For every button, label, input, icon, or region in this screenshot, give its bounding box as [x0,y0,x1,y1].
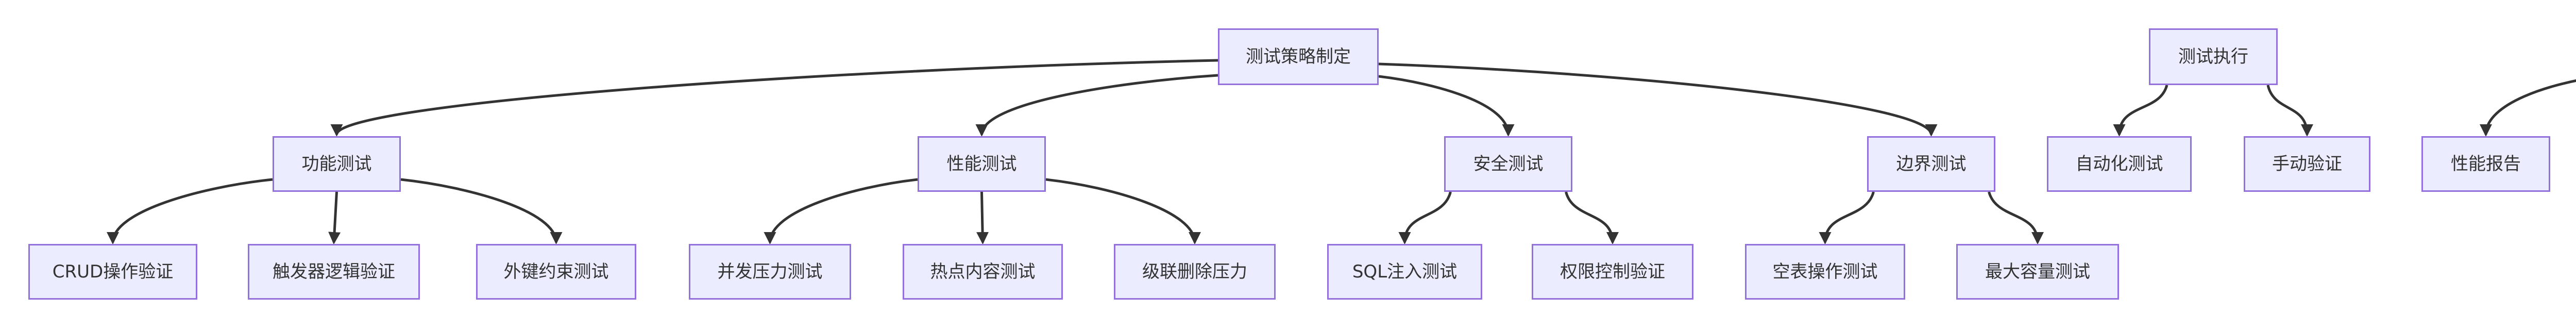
flow-node-cascade-delete-stress: 级联删除压力 [1114,244,1276,300]
edge-boundary-testing-to-empty-table-operation-testing [1819,191,1875,244]
flow-node-boundary-testing: 边界测试 [1867,136,1995,192]
node-label: 自动化测试 [2075,153,2163,174]
flow-node-concurrent-stress-testing: 并发压力测试 [689,244,851,300]
node-label: 空表操作测试 [1772,261,1878,282]
node-label: 边界测试 [1896,153,1967,174]
node-label: 功能测试 [301,153,372,174]
edge-performance-testing-to-cascade-delete-stress [1045,178,1201,244]
node-label: 手动验证 [2272,153,2342,174]
flow-node-permission-control-verification: 权限控制验证 [1532,244,1693,300]
node-label: CRUD操作验证 [52,261,174,282]
flow-node-automated-testing: 自动化测试 [2047,136,2192,192]
flow-node-performance-report: 性能报告 [2421,136,2550,192]
node-label: 性能测试 [946,153,1017,174]
edge-functional-testing-to-foreign-key-constraint-testing [400,178,563,244]
flow-node-max-capacity-testing: 最大容量测试 [1956,244,2119,300]
edge-test-strategy-planning-to-functional-testing [330,59,1218,137]
node-label: 性能报告 [2451,153,2521,174]
flow-node-foreign-key-constraint-testing: 外键约束测试 [476,244,636,300]
flow-node-empty-table-operation-testing: 空表操作测试 [1745,244,1905,300]
edge-functional-testing-to-trigger-logic-verification [328,191,341,244]
edge-security-testing-to-permission-control-verification [1565,191,1619,244]
flow-node-functional-testing: 功能测试 [273,136,401,192]
node-label: 测试执行 [2178,46,2248,67]
node-label: 触发器逻辑验证 [273,261,395,282]
edge-test-strategy-planning-to-boundary-testing [1378,62,1938,137]
flow-node-performance-testing: 性能测试 [918,136,1046,192]
edge-security-testing-to-sql-injection-testing [1398,191,1452,244]
edge-result-analysis-to-performance-report [2480,79,2576,137]
edge-boundary-testing-to-max-capacity-testing [1988,191,2044,244]
flow-node-manual-verification: 手动验证 [2244,136,2370,192]
node-label: 热点内容测试 [930,261,1036,282]
flow-node-trigger-logic-verification: 触发器逻辑验证 [248,244,420,300]
node-label: 外键约束测试 [503,261,609,282]
flow-node-hot-content-testing: 热点内容测试 [903,244,1063,300]
edge-performance-testing-to-hot-content-testing [976,191,989,244]
edge-test-execution-to-automated-testing [2113,85,2168,137]
edge-test-strategy-planning-to-security-testing [1378,75,1515,137]
node-label: 测试策略制定 [1246,46,1351,67]
node-label: 安全测试 [1473,153,1544,174]
flow-node-test-strategy-planning: 测试策略制定 [1218,28,1379,85]
edge-performance-testing-to-concurrent-stress-testing [764,178,918,244]
node-label: 并发压力测试 [717,261,823,282]
node-label: SQL注入测试 [1352,261,1458,282]
flow-node-test-execution: 测试执行 [2149,28,2278,85]
flow-node-sql-injection-testing: SQL注入测试 [1327,244,1482,300]
flow-node-crud-operation-verification: CRUD操作验证 [28,244,197,300]
edge-functional-testing-to-crud-operation-verification [107,178,273,244]
edge-test-execution-to-manual-verification [2266,85,2313,137]
node-label: 级联删除压力 [1142,261,1247,282]
flow-node-security-testing: 安全测试 [1444,136,1572,192]
edge-test-strategy-planning-to-performance-testing [975,74,1218,137]
node-label: 权限控制验证 [1560,261,1665,282]
node-label: 最大容量测试 [1985,261,2090,282]
